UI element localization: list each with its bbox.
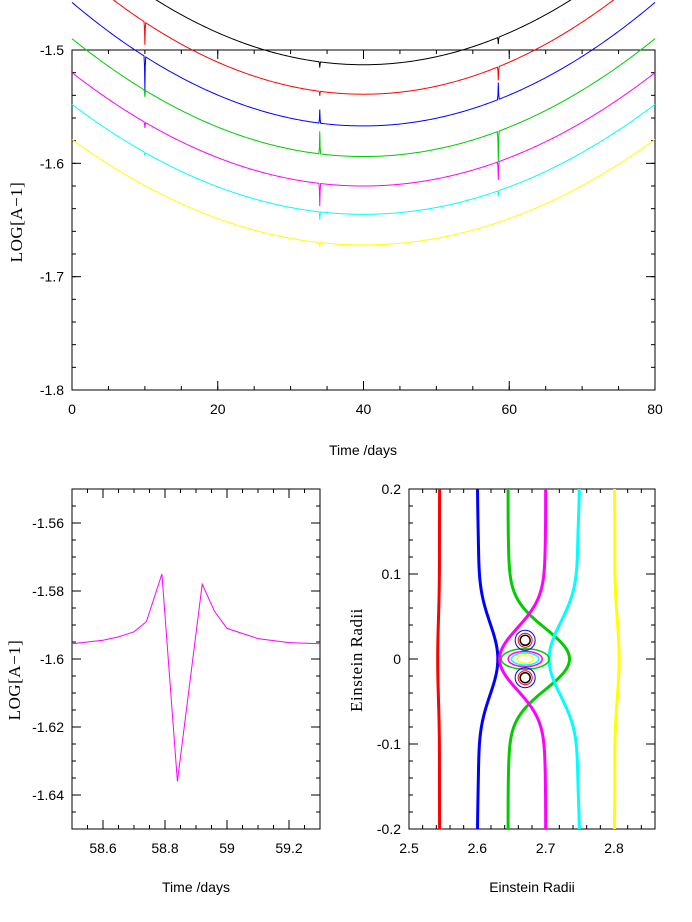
top-xlabel: Time /days (329, 442, 397, 458)
track-series-line-2 (506, 489, 572, 829)
zoom-ytick-label: -1.58 (32, 583, 64, 599)
top-series (71, 0, 656, 248)
top-series-line-1 (112, 0, 615, 96)
zoom-series (71, 573, 321, 782)
track-series-line-3 (498, 489, 548, 829)
track-series-line-1 (476, 488, 500, 830)
track-inner-loop-1 (507, 650, 543, 668)
top-series-line-2 (71, 2, 656, 127)
top-series-line-6 (71, 139, 656, 248)
zoom-ytick-label: -1.56 (32, 515, 64, 531)
zoom-ticks: 58.6 58.8 59 59.2 -1.64 -1.62 -1.6 -1.58 -1.56 (32, 488, 321, 856)
track-xtick-label: 2.8 (604, 840, 624, 856)
top-ytick-label: -1.7 (40, 269, 64, 285)
zoom-series-line-0 (71, 573, 321, 782)
track-inner-loop-2 (510, 652, 540, 666)
top-xtick-label: 40 (356, 401, 372, 417)
track-ytick-label: 0.2 (382, 481, 402, 497)
track-ytick-label: -0.2 (377, 821, 401, 837)
track-series-line-5 (612, 488, 621, 830)
top-ytick-label: -1.6 (40, 155, 64, 171)
zoom-plot-frame (71, 488, 321, 830)
top-ticks: 0 20 40 60 80 -1.8 -1.7 -1.6 -1.5 (40, 42, 663, 417)
lens-marker (519, 634, 531, 647)
track-series-line-0 (436, 488, 442, 830)
track-xtick-label: 2.5 (399, 840, 419, 856)
top-ytick-label: -1.5 (40, 42, 64, 58)
lens-marker (519, 671, 531, 684)
lens-ring-mid (517, 670, 533, 686)
zoom-ylabel: LOG[A−1] (5, 640, 24, 721)
top-xtick-label: 20 (210, 401, 226, 417)
top-light-curve-panel: 0 20 40 60 80 -1.8 -1.7 -1.6 -1.5 Time /days LOG… (7, 0, 663, 458)
track-ytick-label: -0.1 (377, 736, 401, 752)
track-ylabel: Einstein Radii (347, 608, 366, 712)
top-xtick-label: 0 (68, 401, 76, 417)
zoom-ytick-label: -1.6 (40, 651, 64, 667)
top-ytick-label: -1.8 (40, 382, 64, 398)
top-series-line-0 (155, 0, 572, 68)
zoom-xtick-label: 59 (219, 840, 235, 856)
source-track-panel: 2.5 2.6 2.7 2.8 -0.2 -0.1 0 0.1 0.2 Einstein Rad… (347, 481, 656, 895)
lens-ring-outer (514, 629, 536, 651)
lens-ring-mid (517, 632, 533, 648)
top-series-line-5 (71, 104, 656, 220)
lens-ring-outer (514, 667, 536, 689)
zoom-light-curve-panel: 58.6 58.8 59 59.2 -1.64 -1.62 -1.6 -1.58 -1.56 T… (5, 488, 321, 895)
track-series-line-4 (547, 488, 581, 830)
top-series-line-4 (71, 72, 656, 207)
top-xtick-label: 80 (647, 401, 663, 417)
track-inner-loop-3 (516, 654, 535, 664)
track-ytick-label: 0 (393, 651, 401, 667)
track-xlabel: Einstein Radii (489, 879, 575, 895)
track-xtick-label: 2.6 (468, 840, 488, 856)
top-xtick-label: 60 (501, 401, 517, 417)
zoom-ytick-label: -1.62 (32, 719, 64, 735)
zoom-xlabel: Time /days (162, 879, 230, 895)
track-series (436, 488, 621, 830)
track-ticks: 2.5 2.6 2.7 2.8 -0.2 -0.1 0 0.1 0.2 (377, 481, 656, 856)
track-ytick-label: 0.1 (382, 566, 402, 582)
zoom-xtick-label: 58.6 (89, 840, 116, 856)
track-xtick-label: 2.7 (536, 840, 556, 856)
top-plot-frame (71, 49, 656, 391)
track-inner-loop-0 (500, 648, 550, 670)
zoom-ytick-label: -1.64 (32, 787, 64, 803)
top-series-line-3 (71, 38, 656, 162)
top-ylabel: LOG[A−1] (7, 182, 26, 263)
zoom-xtick-label: 58.8 (151, 840, 178, 856)
zoom-xtick-label: 59.2 (275, 840, 302, 856)
